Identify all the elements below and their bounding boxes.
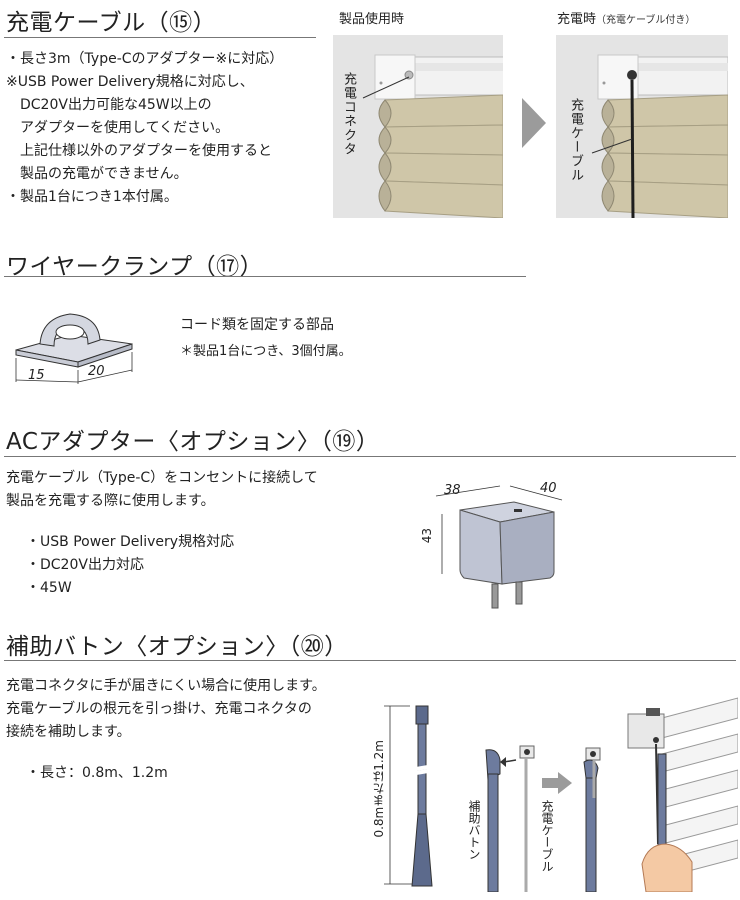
label-baton: 補助バトン [467, 800, 481, 860]
clamp-title-rule [4, 276, 526, 277]
baton-hooked-illustration [583, 747, 601, 892]
photo-charge-title-note: （充電ケーブル付き） [596, 15, 696, 26]
cable-section-title: 充電ケーブル（⑮） [6, 10, 217, 36]
photo-product-in-use [333, 35, 503, 218]
label-cable: 充電ケーブル [568, 98, 583, 182]
baton-length: ・長さ：0.8m、1.2m [26, 765, 168, 781]
adapter-spec-list: ・USB Power Delivery規格対応 ・DC20V出力対応 ・45W [26, 531, 234, 600]
photo-charge-title: 充電時（充電ケーブル付き） [557, 8, 695, 27]
clamp-description: コード類を固定する部品 [180, 317, 334, 333]
adapter-dim-height: 43 [420, 528, 434, 544]
wire-clamp-illustration [15, 313, 133, 384]
photo-use-title: 製品使用時 [339, 12, 405, 27]
baton-desc-line-1: 充電コネクタに手が届きにくい場合に使用します。 [6, 678, 326, 694]
adapter-dim-width: 38 [444, 483, 461, 498]
cable-desc-line-6: 製品の充電ができません。 [20, 166, 188, 182]
adapter-spec-3: ・45W [26, 580, 72, 596]
adapter-section-title: ACアダプター〈オプション〉（⑲） [6, 429, 380, 455]
ac-adapter-illustration [435, 485, 563, 609]
cable-desc-line-1: ・長さ3m（Type-Cのアダプター※に対応） [6, 51, 284, 67]
adapter-desc-line-1: 充電ケーブル（Type-C）をコンセントに接続して [6, 470, 318, 486]
clamp-note: ＊製品1台につき、3個付属。 [180, 344, 352, 359]
baton-title-rule [4, 660, 736, 661]
adapter-title-rule [4, 456, 736, 457]
blind-illustration-in-use [362, 54, 503, 218]
baton-desc-line-3: 接続を補助します。 [6, 724, 131, 740]
cable-desc-line-4: アダプターを使用してください。 [20, 120, 230, 136]
cable-desc-line-5: 上記仕様以外のアダプターを使用すると [20, 143, 272, 159]
cable-desc-line-2: ※USB Power Delivery規格に対応し、 [6, 74, 254, 90]
arrow-right-icon-2 [542, 772, 572, 794]
adapter-desc-line-2: 製品を充電する際に使用します。 [6, 493, 215, 509]
cable-desc-line-3: DC20V出力可能な45W以上の [20, 97, 212, 113]
baton-hook-illustration [485, 745, 535, 892]
clamp-section-title: ワイヤークランプ（⑰） [6, 254, 264, 280]
arrow-right-icon [522, 98, 546, 148]
cable-description: ・長さ3m（Type-Cのアダプター※に対応） ※USB Power Deliv… [6, 48, 283, 209]
cable-desc-line-7: ・製品1台につき1本付属。 [6, 189, 178, 205]
baton-length-label: 0.8mまたは1.2m [372, 740, 386, 838]
blind-illustration-charging [591, 54, 728, 218]
baton-section-title: 補助バトン〈オプション〉（⑳） [6, 634, 348, 660]
label-connector: 充電コネクタ [341, 72, 356, 156]
photo-charge-title-main: 充電時 [557, 12, 597, 27]
adapter-dim-depth: 40 [540, 481, 557, 496]
clamp-dim-b: 20 [88, 364, 105, 379]
blind-with-hand-illustration [622, 694, 738, 892]
photo-while-charging [556, 35, 728, 218]
baton-illustration [384, 705, 435, 887]
label-baton-cable: 充電ケーブル [540, 800, 554, 872]
baton-desc-line-2: 充電ケーブルの根元を引っ掛け、充電コネクタの [6, 701, 312, 717]
adapter-spec-1: ・USB Power Delivery規格対応 [26, 534, 235, 550]
adapter-spec-2: ・DC20V出力対応 [26, 557, 144, 573]
clamp-dim-a: 15 [28, 368, 45, 383]
cable-title-rule [4, 37, 316, 38]
